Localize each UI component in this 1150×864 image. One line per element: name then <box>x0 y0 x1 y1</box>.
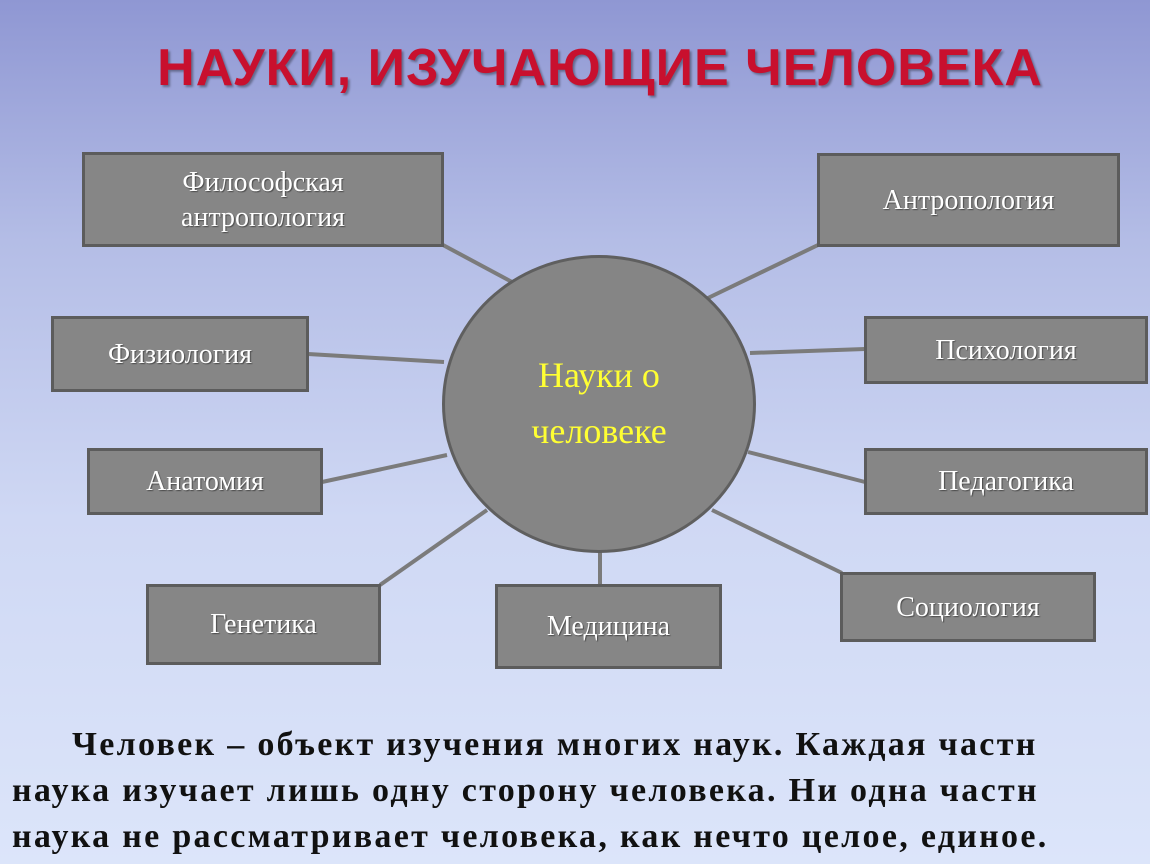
connector-anthropology <box>707 243 819 300</box>
connector-pedagogy <box>747 450 866 484</box>
center-label-line1: Науки о <box>538 355 660 396</box>
box-sociology-label: Социология <box>896 591 1040 623</box>
paragraph-line1: Человек – объект изучения многих наук. К… <box>72 726 1038 763</box>
connector-psychology <box>749 347 866 355</box>
paragraph-line2: наука изучает лишь одну сторону человека… <box>12 772 1039 809</box>
connector-genetics <box>378 508 489 587</box>
box-anatomy: Анатомия <box>87 448 323 515</box>
box-genetics-label: Генетика <box>210 609 317 640</box>
box-anatomy-label: Анатомия <box>146 466 264 497</box>
box-pedagogy-label: Педагогика <box>938 466 1074 497</box>
box-medicine-label: Медицина <box>546 611 671 642</box>
box-psychology-label: Психология <box>935 334 1077 366</box>
box-philosophical-anthropology: Философская антропология <box>82 152 444 247</box>
center-label-line2: человеке <box>531 411 667 451</box>
connector-philosophical-anthropology <box>442 243 513 284</box>
box-philosophical-anthropology-line1: Философская <box>182 166 344 198</box>
description-paragraph: Человек – объект изучения многих наук. К… <box>12 722 1150 860</box>
connector-sociology <box>711 508 843 575</box>
box-philosophical-anthropology-line2: антропология <box>181 201 345 233</box>
box-genetics: Генетика <box>146 584 381 665</box>
box-physiology: Физиология <box>51 316 309 392</box>
box-pedagogy: Педагогика <box>864 448 1148 515</box>
connector-anatomy <box>321 453 448 484</box>
box-sociology: Социология <box>840 572 1096 642</box>
box-psychology: Психология <box>864 316 1148 384</box>
connector-physiology <box>307 352 445 364</box>
center-circle: Науки о человеке <box>442 255 756 553</box>
box-physiology-label: Физиология <box>107 338 253 370</box>
paragraph-line3: наука не рассматривает человека, как неч… <box>12 818 1049 855</box>
box-anthropology: Антропология <box>817 153 1120 247</box>
page-title: НАУКИ, ИЗУЧАЮЩИЕ ЧЕЛОВЕКА <box>157 39 1043 97</box>
box-medicine: Медицина <box>495 584 722 669</box>
box-anthropology-label: Антропология <box>882 184 1055 216</box>
